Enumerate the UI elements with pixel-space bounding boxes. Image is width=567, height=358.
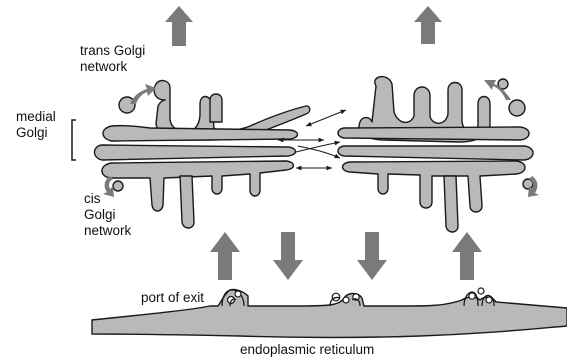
medial-bracket: [72, 120, 76, 160]
link-arrow-trans: [306, 110, 346, 126]
golgi-to-er-arrow-left: [273, 232, 303, 280]
curved-arrow-trans-left: [130, 84, 156, 104]
exit-arrow-up-right: [414, 6, 442, 44]
medial-cisterna-right-1: [338, 127, 529, 140]
er-to-golgi-arrow-left: [210, 232, 240, 280]
cis-golgi-label-line2: Golgi: [84, 207, 116, 222]
trans-golgi-label-line2: network: [80, 59, 128, 74]
golgi-stack-left: [95, 81, 310, 228]
cis-golgi-label-line3: network: [84, 223, 132, 238]
trans-golgi-label-line1: trans Golgi: [80, 43, 145, 58]
cis-cisterna-right: [343, 161, 526, 212]
er-label: endoplasmic reticulum: [240, 342, 374, 357]
link-arrow-cross-2: [298, 146, 340, 158]
cis-bud-left-2: [180, 176, 194, 228]
medial-golgi-label-line2: Golgi: [16, 125, 48, 140]
golgi-to-er-arrow-right: [357, 232, 387, 280]
cis-vesicle-left: [113, 181, 123, 191]
trans-vesicle-right: [509, 100, 525, 116]
trans-bud-left: [210, 94, 222, 122]
port-of-exit-label: port of exit: [141, 290, 204, 305]
er-to-golgi-arrow-right: [452, 232, 482, 280]
golgi-stack-right: [338, 77, 533, 232]
medial-cisterna-right-2: [338, 146, 533, 160]
medial-golgi-label-line1: medial: [16, 109, 56, 124]
cis-cisterna-left: [102, 161, 294, 211]
cis-bud-right-2: [444, 176, 458, 232]
cis-golgi-label-line1: cis: [84, 191, 101, 206]
medial-cisterna-left-2: [95, 145, 296, 160]
exit-arrow-up-left: [165, 6, 193, 46]
